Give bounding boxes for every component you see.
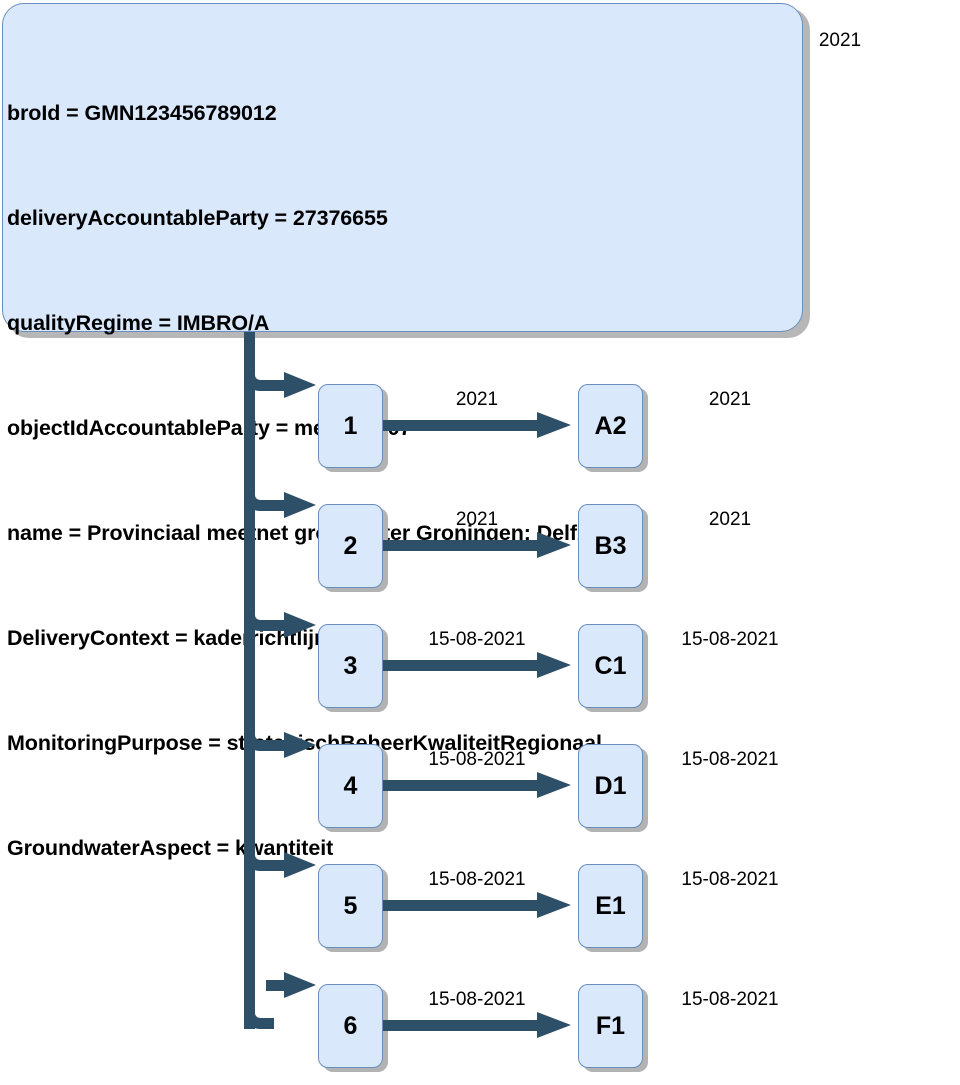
branch-stem bbox=[266, 980, 288, 991]
edge-label-1: 2021 bbox=[455, 389, 499, 410]
target-node-a2[interactable]: A2 bbox=[578, 384, 643, 468]
edge-arrowhead-icon bbox=[537, 772, 571, 798]
edge-line bbox=[383, 780, 541, 791]
branch-arrowhead-icon bbox=[284, 972, 316, 998]
diagram-row: 4 15-08-2021 D1 15-08-2021 bbox=[0, 725, 960, 845]
diagram-row: 6 15-08-2021 F1 15-08-2021 bbox=[0, 965, 960, 1085]
branch-stem bbox=[266, 380, 288, 391]
source-node-3[interactable]: 3 bbox=[318, 624, 383, 708]
row-right-label-5: 15-08-2021 bbox=[681, 869, 779, 890]
source-node-6[interactable]: 6 bbox=[318, 984, 383, 1068]
target-node-f1[interactable]: F1 bbox=[578, 984, 643, 1068]
row-right-label-3: 15-08-2021 bbox=[681, 629, 779, 650]
branch-arrowhead-icon bbox=[284, 372, 316, 398]
row-right-label-6: 15-08-2021 bbox=[681, 989, 779, 1010]
diagram-row: 2 2021 B3 2021 bbox=[0, 485, 960, 605]
branch-elbow bbox=[244, 725, 274, 751]
edge-line bbox=[383, 660, 541, 671]
edge-arrowhead-icon bbox=[537, 652, 571, 678]
branch-elbow bbox=[244, 605, 274, 631]
edge-arrowhead-icon bbox=[537, 1012, 571, 1038]
diagram-row: 5 15-08-2021 E1 15-08-2021 bbox=[0, 845, 960, 965]
branch-stem bbox=[266, 740, 288, 751]
header-date-label: 2021 bbox=[818, 30, 862, 51]
source-node-5[interactable]: 5 bbox=[318, 864, 383, 948]
target-node-b3[interactable]: B3 bbox=[578, 504, 643, 588]
branch-arrowhead-icon bbox=[284, 612, 316, 638]
diagram-row: 3 15-08-2021 C1 15-08-2021 bbox=[0, 605, 960, 725]
edge-line bbox=[383, 1020, 541, 1031]
edge-label-3: 15-08-2021 bbox=[428, 629, 526, 650]
branch-elbow bbox=[244, 485, 274, 511]
branch-elbow bbox=[244, 845, 274, 871]
attribute-line-delivery-accountable-party: deliveryAccountableParty = 27376655 bbox=[7, 206, 388, 230]
target-node-d1[interactable]: D1 bbox=[578, 744, 643, 828]
branch-arrowhead-icon bbox=[284, 732, 316, 758]
edge-arrowhead-icon bbox=[537, 892, 571, 918]
source-node-1[interactable]: 1 bbox=[318, 384, 383, 468]
edge-label-2: 2021 bbox=[455, 509, 499, 530]
attribute-line-quality-regime: qualityRegime = IMBRO/A bbox=[7, 311, 270, 335]
branch-stem bbox=[266, 500, 288, 511]
branch-arrowhead-icon bbox=[284, 852, 316, 878]
branch-stem bbox=[266, 860, 288, 871]
source-node-4[interactable]: 4 bbox=[318, 744, 383, 828]
edge-label-6: 15-08-2021 bbox=[428, 989, 526, 1010]
source-node-2[interactable]: 2 bbox=[318, 504, 383, 588]
edge-line bbox=[383, 420, 541, 431]
branch-elbow bbox=[244, 365, 274, 391]
trunk-connector-foot bbox=[244, 1003, 274, 1029]
diagram-row: 1 2021 A2 2021 bbox=[0, 365, 960, 485]
edge-line bbox=[383, 540, 541, 551]
edge-arrowhead-icon bbox=[537, 532, 571, 558]
branch-stem bbox=[266, 620, 288, 631]
row-right-label-4: 15-08-2021 bbox=[681, 749, 779, 770]
trunk-connector bbox=[244, 332, 255, 1029]
target-node-e1[interactable]: E1 bbox=[578, 864, 643, 948]
branch-arrowhead-icon bbox=[284, 492, 316, 518]
row-right-label-1: 2021 bbox=[708, 389, 752, 410]
row-right-label-2: 2021 bbox=[708, 509, 752, 530]
attribute-panel[interactable]: broId = GMN123456789012 deliveryAccounta… bbox=[2, 3, 803, 860]
attribute-line-broid: broId = GMN123456789012 bbox=[7, 101, 277, 125]
edge-label-5: 15-08-2021 bbox=[428, 869, 526, 890]
target-node-c1[interactable]: C1 bbox=[578, 624, 643, 708]
edge-label-4: 15-08-2021 bbox=[428, 749, 526, 770]
edge-arrowhead-icon bbox=[537, 412, 571, 438]
edge-line bbox=[383, 900, 541, 911]
